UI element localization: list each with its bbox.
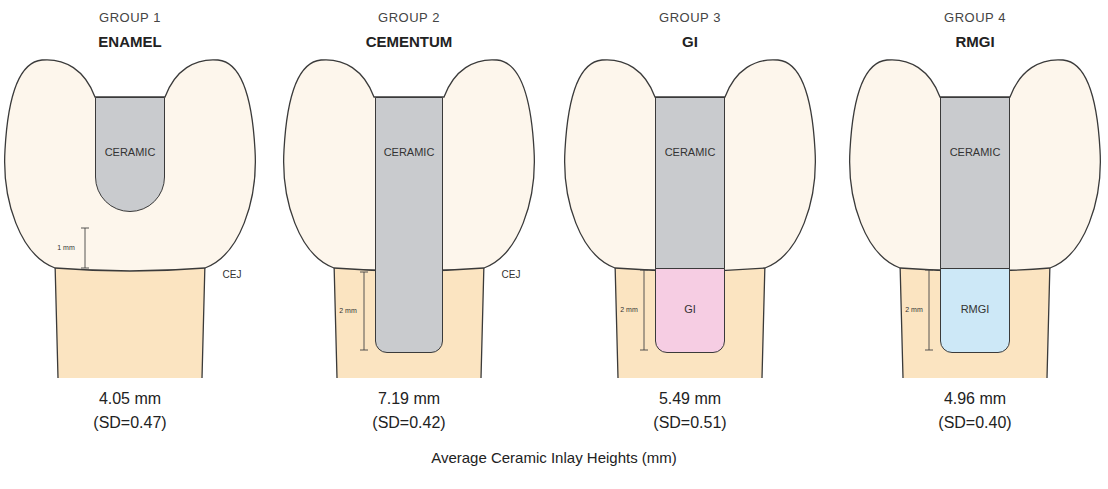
dimension-bracket xyxy=(360,272,368,350)
cej-label: CEJ xyxy=(502,269,521,280)
material-label: GI xyxy=(684,303,696,315)
dimension-bracket xyxy=(925,270,933,350)
group-number: GROUP 3 xyxy=(659,11,721,25)
standard-deviation: (SD=0.40) xyxy=(938,414,1011,432)
group-title: GI xyxy=(682,34,698,51)
ceramic-inlay: CERAMIC xyxy=(655,97,725,269)
tooth-outline xyxy=(284,60,535,378)
cej-label: CEJ xyxy=(223,269,242,280)
group-title: ENAMEL xyxy=(98,34,161,51)
group-number: GROUP 2 xyxy=(378,11,440,25)
dimension-bracket xyxy=(81,228,89,268)
root-fill xyxy=(615,262,765,378)
crown-outline xyxy=(5,60,256,271)
mean-height: 5.49 mm xyxy=(659,390,721,408)
dimension-label: 2 mm xyxy=(620,306,638,314)
mean-height: 4.96 mm xyxy=(944,390,1006,408)
tooth-outline xyxy=(5,60,256,378)
material-label: RMGI xyxy=(961,303,990,315)
material-label: CERAMIC xyxy=(105,146,156,158)
dimension-bracket xyxy=(640,270,648,350)
tooth-outline xyxy=(850,60,1101,378)
root-fill xyxy=(900,262,1050,378)
root-fill xyxy=(55,262,205,378)
crown-outline xyxy=(850,60,1101,271)
material-label: CERAMIC xyxy=(665,146,716,158)
root-outline xyxy=(55,262,205,378)
figure-caption: Average Ceramic Inlay Heights (mm) xyxy=(431,450,677,467)
root-outline xyxy=(615,262,765,378)
ceramic-inlay: CERAMIC xyxy=(375,97,443,353)
standard-deviation: (SD=0.42) xyxy=(372,414,445,432)
ceramic-inlay: CERAMIC xyxy=(940,97,1010,269)
dimension-label: 2 mm xyxy=(339,307,357,315)
rmgi-base: RMGI xyxy=(940,268,1010,353)
group-title: RMGI xyxy=(955,34,994,51)
mean-height: 4.05 mm xyxy=(99,390,161,408)
material-label: CERAMIC xyxy=(950,146,1001,158)
mean-height: 7.19 mm xyxy=(378,390,440,408)
dimension-label: 1 mm xyxy=(57,244,75,252)
group-number: GROUP 1 xyxy=(99,11,161,25)
standard-deviation: (SD=0.47) xyxy=(93,414,166,432)
dimension-label: 2 mm xyxy=(905,306,923,314)
crown-outline xyxy=(565,60,816,271)
standard-deviation: (SD=0.51) xyxy=(653,414,726,432)
gi-base: GI xyxy=(655,268,725,353)
material-label: CERAMIC xyxy=(384,146,435,158)
root-outline xyxy=(900,262,1050,378)
tooth-outline xyxy=(565,60,816,378)
group-number: GROUP 4 xyxy=(944,11,1006,25)
group-title: CEMENTUM xyxy=(366,34,453,51)
ceramic-inlay: CERAMIC xyxy=(95,97,165,212)
